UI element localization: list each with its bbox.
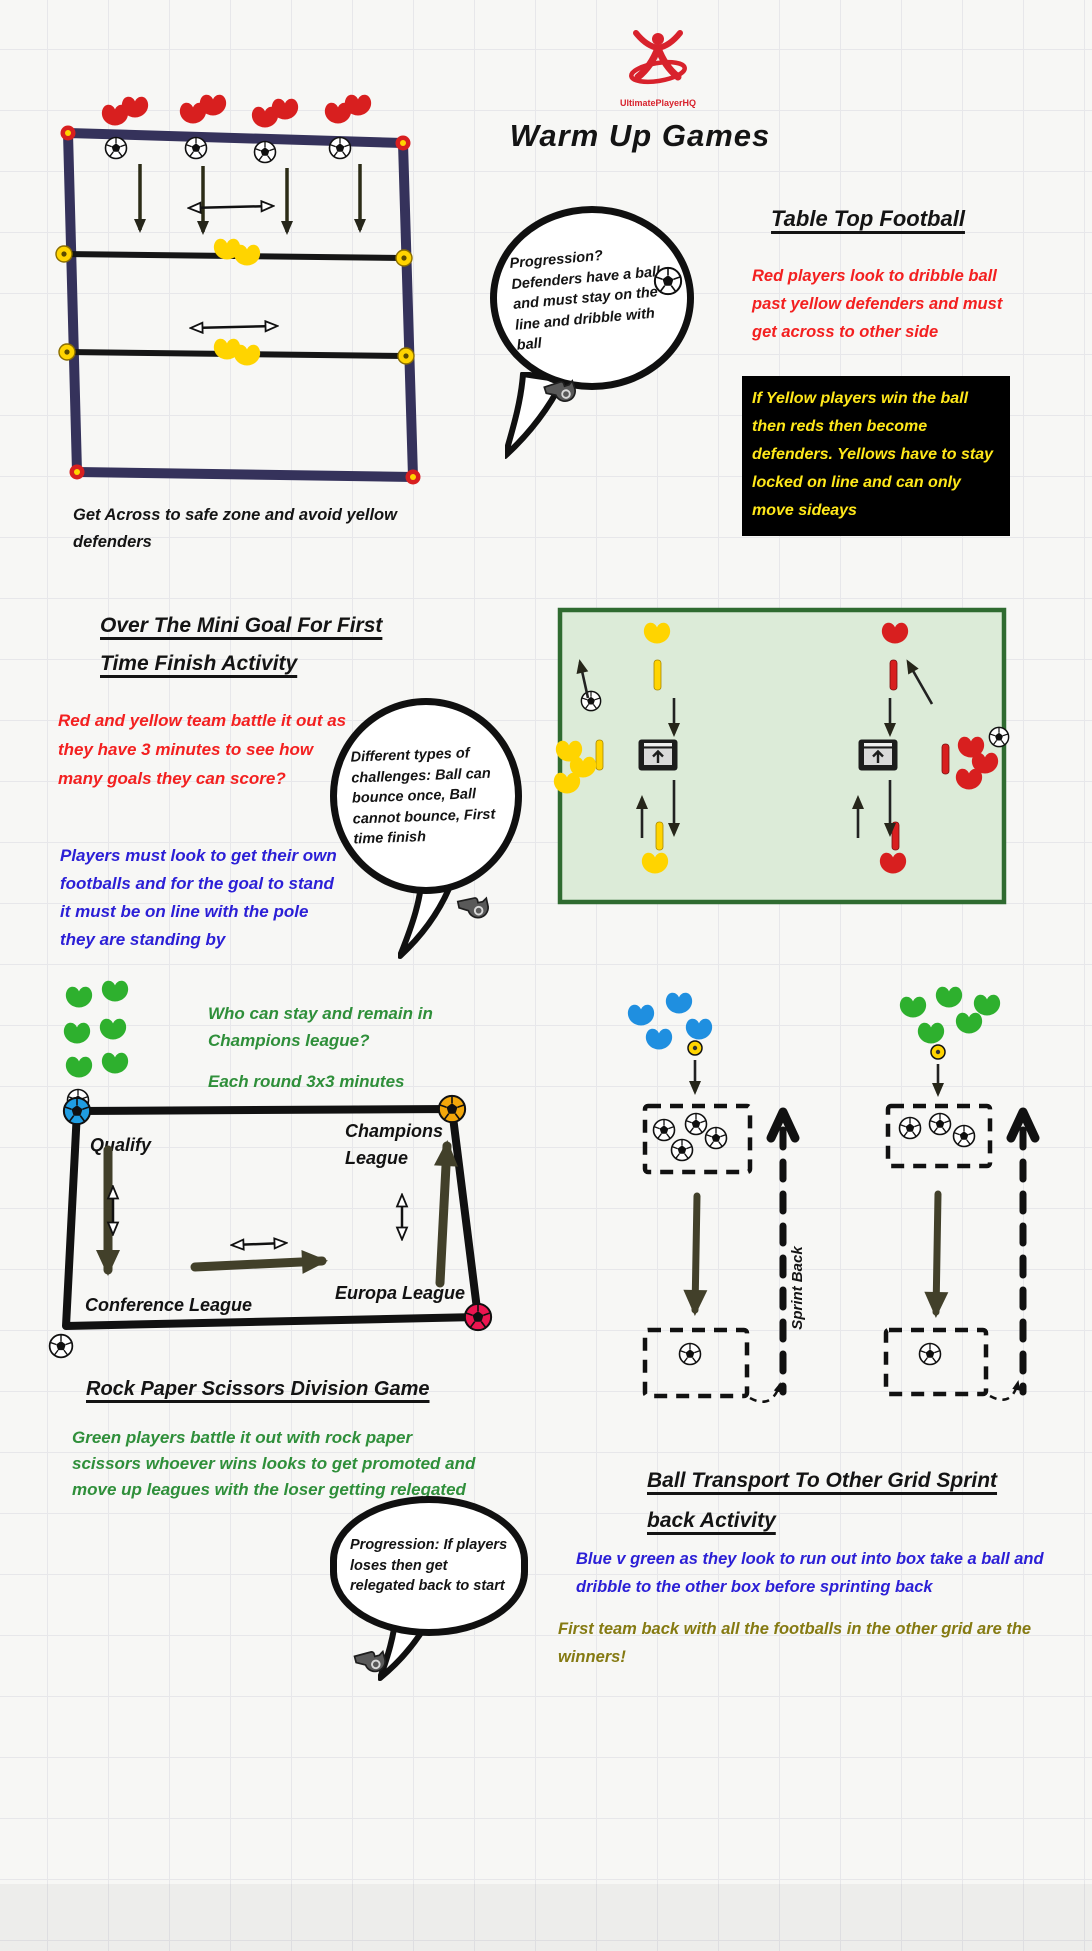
whistle-icon <box>452 889 493 926</box>
speech-bubble-mini-goal: Different types of challenges: Ball can … <box>330 698 522 894</box>
note-highlight-table-top: If Yellow players win the ball then reds… <box>742 376 1010 536</box>
pitch-diagram-mini-goal <box>553 607 1010 905</box>
page-title: Warm Up Games <box>509 118 771 153</box>
sprint-arrowhead <box>1006 1107 1040 1143</box>
dashed-grid-box <box>642 1103 753 1175</box>
caption-table-top: Get Across to safe zone and avoid yellow… <box>73 506 397 551</box>
logo-text: UltimatePlayerHQ <box>619 98 697 108</box>
label-europa-league: Europa League <box>335 1283 466 1303</box>
pole-icons <box>595 659 950 851</box>
dribble-arrow <box>683 1192 708 1316</box>
section-heading-mini-goal-line1: Over The Mini Goal For First <box>100 614 383 637</box>
note-olive-transport: First team back with all the footballs i… <box>558 1620 1032 1666</box>
dashed-grid-box <box>883 1327 989 1397</box>
loop-arrow <box>749 1382 782 1403</box>
dashed-grid-box <box>642 1327 750 1399</box>
sideways-arrow <box>190 206 272 208</box>
sprint-arrowhead <box>766 1107 800 1143</box>
loop-arrow <box>989 1380 1021 1401</box>
mini-goal-icon <box>857 738 899 772</box>
green-team-icons <box>899 986 1001 1044</box>
blue-team-icons <box>627 992 713 1050</box>
speech-bubble-rps: Progression: If players loses then get r… <box>330 1496 528 1636</box>
soccer-ball-icons <box>898 1112 976 1148</box>
soccer-ball-icon <box>918 1342 942 1366</box>
speech-bubble-table-top: Progression? Defenders have a ball and m… <box>490 206 694 390</box>
section-heading-rps: Rock Paper Scissors Division Game <box>86 1378 430 1400</box>
corner-markers <box>55 125 421 485</box>
league-quadrilateral-diagram <box>48 1094 493 1359</box>
soccer-ball-icon <box>48 1333 74 1359</box>
section-heading-mini-goal-line2: Time Finish Activity <box>100 652 298 675</box>
note-blue-transport: Blue v green as they look to run out int… <box>576 1550 1044 1596</box>
shot-arrows <box>576 659 934 838</box>
corner-ball-red <box>463 1302 493 1332</box>
question-green-1: Who can stay and remain in Champions lea… <box>208 1004 433 1050</box>
yellow-defender-icons <box>213 238 261 366</box>
speech-bubble-text: Progression? Defenders have a ball and m… <box>508 247 661 354</box>
soccer-ball-icons <box>652 1112 728 1162</box>
corner-ball-orange <box>437 1094 467 1124</box>
page-edge <box>0 1884 1092 1951</box>
note-blue-mini-goal: Players must look to get their own footb… <box>60 846 337 949</box>
dribble-arrow <box>924 1190 949 1318</box>
ball-transport-diagram <box>627 986 1040 1403</box>
cone-marker <box>930 1044 946 1060</box>
promotion-arrows <box>96 1140 458 1288</box>
soccer-ball-icon <box>678 1342 702 1366</box>
speech-bubble-text: Different types of challenges: Ball can … <box>350 745 496 848</box>
corner-ball-blue <box>62 1096 92 1126</box>
note-green-rps: Green players battle it out with rock pa… <box>72 1428 476 1499</box>
note-red-mini-goal: Red and yellow team battle it out as the… <box>58 711 347 788</box>
label-conference-league: Conference League <box>85 1295 253 1315</box>
section-heading-transport-line1: Ball Transport To Other Grid Sprint <box>647 1469 998 1492</box>
section-heading-table-top: Table Top Football <box>771 206 965 231</box>
ultimate-player-logo-icon <box>629 30 687 85</box>
question-green-2: Each round 3x3 minutes <box>208 1072 405 1091</box>
speech-bubble-text: Progression: If players loses then get r… <box>350 1537 508 1595</box>
run-arrows <box>134 164 366 235</box>
label-champions-league: Champions League <box>345 1121 444 1168</box>
red-player-icons <box>101 94 372 128</box>
swap-arrows <box>113 1188 402 1245</box>
note-red-table-top: Red players look to dribble ball past ye… <box>752 267 1003 341</box>
section-heading-transport-line2: back Activity <box>647 1509 776 1532</box>
soccer-ball-icon <box>653 266 683 296</box>
cone-marker <box>687 1040 703 1056</box>
sideways-arrow <box>192 326 276 328</box>
mini-goal-icon <box>637 738 679 772</box>
dashed-grid-box <box>885 1103 993 1169</box>
pitch-diagram-table-top <box>55 94 421 485</box>
